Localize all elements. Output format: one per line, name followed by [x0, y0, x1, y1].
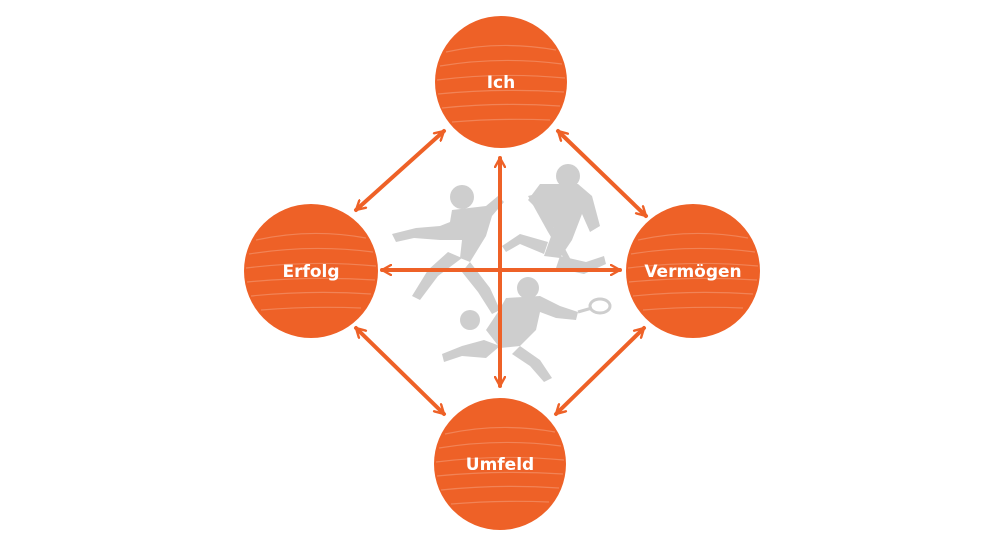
node-erfolg-label: Erfolg [282, 262, 339, 282]
node-ich-scribble [435, 16, 567, 148]
connection-arrows [354, 129, 648, 416]
node-umfeld: Umfeld [434, 398, 566, 530]
node-erfolg-scribble [244, 204, 378, 338]
tennis-player-silhouette [442, 277, 612, 382]
node-vermoegen-scribble [626, 204, 760, 338]
node-vermoegen: Vermögen [626, 204, 760, 338]
node-vermoegen-label: Vermögen [644, 262, 741, 282]
arrow-erfolg-umfeld [354, 326, 446, 416]
hockey-player-silhouette [502, 164, 606, 274]
arrow-ich-vermoegen [556, 129, 648, 218]
node-ich: Ich [435, 16, 567, 148]
node-umfeld-label: Umfeld [466, 455, 534, 475]
node-erfolg: Erfolg [244, 204, 378, 338]
soccer-player-silhouette [392, 185, 504, 314]
node-ich-label: Ich [487, 73, 516, 93]
arrow-vermoegen-umfeld [554, 326, 646, 416]
arrow-ich-erfolg [354, 129, 446, 212]
node-umfeld-scribble [434, 398, 566, 530]
